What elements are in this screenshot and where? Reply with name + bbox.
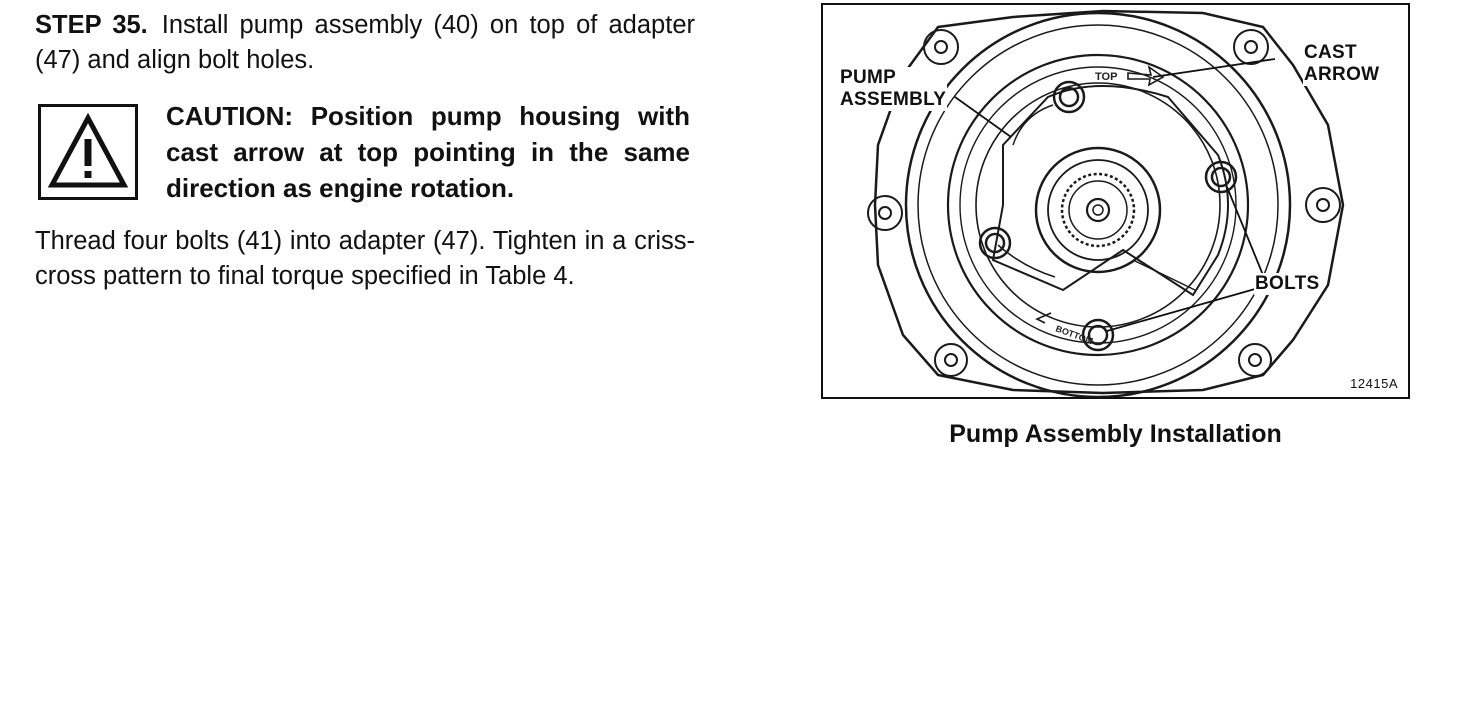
pump-assembly-figure: TOP BOTTOM PUMP ASSEMBLY CAST ARROW BOLT… [821,3,1410,399]
cast-arrow-callout: CAST ARROW [1303,42,1381,86]
pump-assembly-callout: PUMP ASSEMBLY [839,67,948,111]
warning-triangle-icon [38,104,138,200]
cast-mark-top: TOP [1095,71,1117,83]
bolts-callout: BOLTS [1254,273,1321,295]
pump-callout-line1: PUMP [840,67,897,88]
figure-caption: Pump Assembly Installation [949,420,1282,448]
step-text: Install pump assembly (40) on top of ada… [35,11,695,74]
instruction-paragraph: Thread four bolts (41) into adapter (47)… [35,227,695,290]
caution-block: CAUTION: Position pump housing with cast… [35,98,695,208]
figure-number: 12415A [1350,376,1398,391]
step-paragraph: STEP 35.Install pump assembly (40) on to… [35,8,695,78]
step-label: STEP 35. [35,11,148,39]
cast-callout-line1: CAST [1304,42,1357,63]
cast-callout-line2: ARROW [1304,64,1380,85]
caution-text: CAUTION: Position pump housing with cast… [166,101,690,203]
pump-callout-line2: ASSEMBLY [840,89,947,110]
instruction-column: STEP 35.Install pump assembly (40) on to… [35,8,695,294]
pump-drawing: TOP BOTTOM [867,9,1345,397]
